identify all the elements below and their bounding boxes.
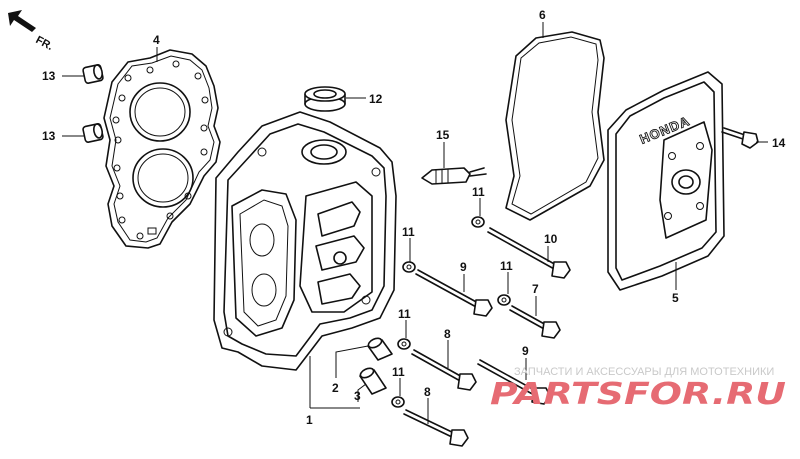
bolt-8-upper	[411, 349, 477, 391]
bolt-8-lower	[403, 409, 469, 447]
callout-11-a: 11	[472, 185, 485, 199]
leader-lines	[62, 22, 768, 424]
washer-e	[391, 396, 405, 408]
bolt-9-lower	[477, 359, 551, 405]
front-direction-arrow: FR.	[8, 10, 55, 53]
washer-a	[471, 216, 485, 228]
cover-gasket	[505, 31, 605, 221]
callout-11-d: 11	[398, 307, 411, 321]
watermark-site: PARTSFOR.RU	[490, 377, 786, 412]
guide-pipe-2	[367, 337, 393, 361]
callout-3: 3	[354, 389, 361, 403]
bolt-7	[509, 305, 561, 339]
bolt-9-upper	[415, 269, 493, 317]
spark-plug	[421, 167, 487, 185]
callout-1: 1	[306, 413, 313, 427]
callout-4: 4	[153, 33, 160, 47]
direction-label: FR.	[34, 34, 55, 53]
washer-c	[497, 294, 511, 306]
callout-5: 5	[672, 291, 679, 305]
guide-pipe-3	[359, 367, 387, 395]
callout-10: 10	[544, 232, 558, 246]
callout-11-b: 11	[402, 225, 415, 239]
callout-13-lower: 13	[42, 129, 56, 143]
callout-15: 15	[436, 128, 450, 142]
callout-7: 7	[532, 282, 539, 296]
watermark-tagline: ЗАПЧАСТИ И АКСЕССУАРЫ ДЛЯ МОТОТЕХНИКИ	[514, 366, 774, 378]
callout-labels: 13 13 4 12 15 6 5 14 11 11 11 11 11 10 9…	[42, 8, 786, 427]
cover-bolt	[721, 127, 759, 149]
callout-9-lower: 9	[522, 344, 529, 358]
cylinder-head	[213, 111, 397, 371]
callout-14: 14	[772, 136, 786, 150]
oil-seal	[304, 86, 346, 112]
callout-8-upper: 8	[444, 327, 451, 341]
washer-b	[402, 261, 416, 273]
dowel-pin-upper	[82, 64, 104, 84]
callout-12: 12	[369, 92, 383, 106]
callout-11-e: 11	[392, 365, 405, 379]
callout-8-lower: 8	[424, 385, 431, 399]
washer-d	[397, 338, 411, 350]
callout-6: 6	[539, 8, 546, 22]
callout-2: 2	[332, 381, 339, 395]
callout-11-c: 11	[500, 259, 513, 273]
callout-13-upper: 13	[42, 69, 56, 83]
watermark: ЗАПЧАСТИ И АКСЕССУАРЫ ДЛЯ МОТОТЕХНИКИ PA…	[490, 366, 786, 412]
callout-9-upper: 9	[460, 260, 467, 274]
head-cover: HONDA	[607, 71, 725, 291]
head-gasket	[103, 49, 221, 249]
dowel-pin-lower	[82, 123, 104, 143]
bolt-10	[487, 227, 571, 279]
